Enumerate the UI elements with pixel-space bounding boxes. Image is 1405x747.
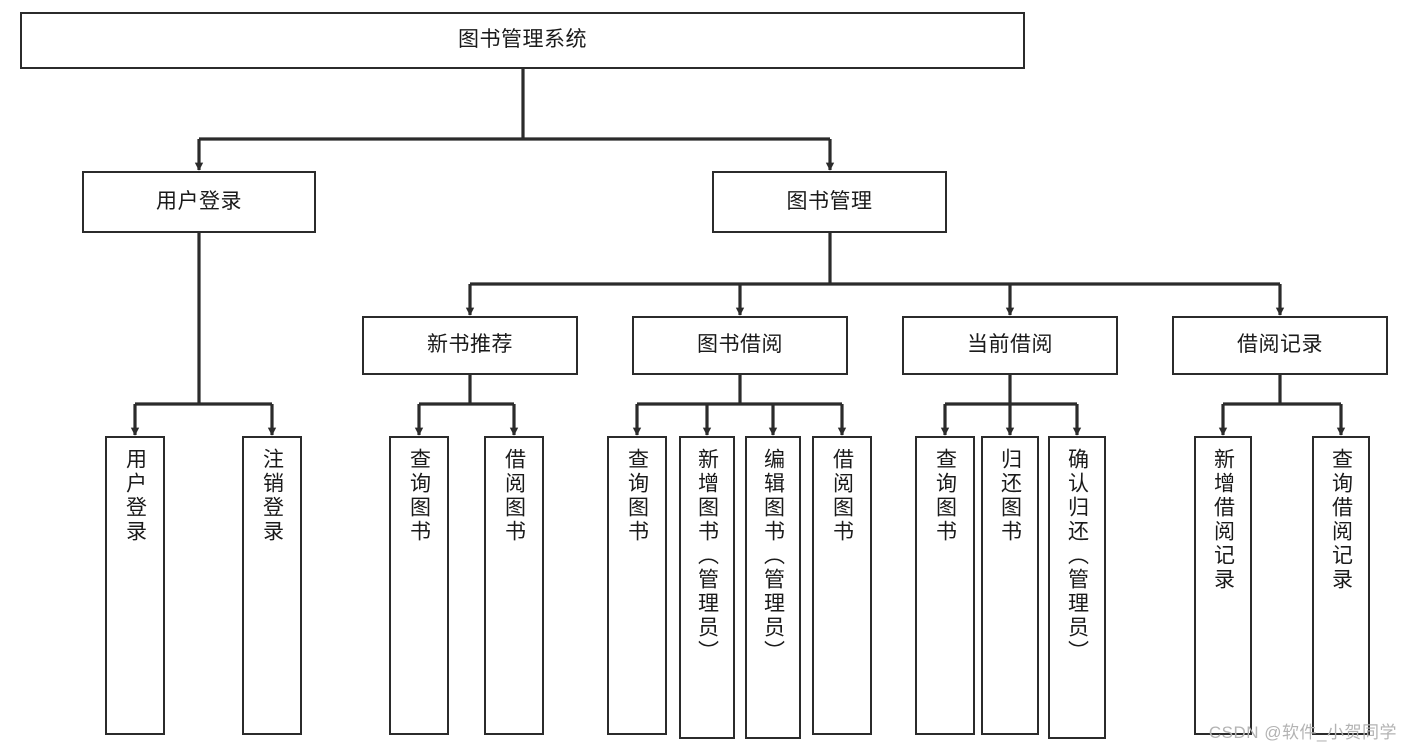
- node-newrec[interactable]: 新书推荐: [362, 316, 578, 375]
- node-leaf-current-2[interactable]: 归还图书: [981, 436, 1039, 735]
- node-login[interactable]: 用户登录: [82, 171, 316, 233]
- node-label: 编辑图书（管理员）: [761, 448, 785, 664]
- node-label: 查询图书: [933, 448, 957, 544]
- node-leaf-borrow-4[interactable]: 借阅图书: [812, 436, 872, 735]
- node-label: 注销登录: [260, 448, 284, 544]
- node-label: 图书借阅: [697, 333, 783, 357]
- edge-group: [130, 69, 1346, 436]
- node-label: 新增图书（管理员）: [695, 448, 719, 664]
- node-leaf-borrow-1[interactable]: 查询图书: [607, 436, 667, 735]
- node-leaf-newrec-2[interactable]: 借阅图书: [484, 436, 544, 735]
- node-label: 借阅图书: [830, 448, 854, 544]
- node-leaf-newrec-1[interactable]: 查询图书: [389, 436, 449, 735]
- node-label: 新书推荐: [427, 333, 513, 357]
- node-label: 确认归还（管理员）: [1065, 448, 1089, 664]
- node-label: 用户登录: [156, 189, 242, 213]
- node-root[interactable]: 图书管理系统: [20, 12, 1025, 69]
- node-current[interactable]: 当前借阅: [902, 316, 1118, 375]
- node-leaf-borrow-2[interactable]: 新增图书（管理员）: [679, 436, 735, 739]
- node-bookmgmt[interactable]: 图书管理: [712, 171, 947, 233]
- node-leaf-current-3[interactable]: 确认归还（管理员）: [1048, 436, 1106, 739]
- node-label: 新增借阅记录: [1211, 448, 1235, 592]
- node-label: 当前借阅: [967, 333, 1053, 357]
- node-records[interactable]: 借阅记录: [1172, 316, 1388, 375]
- node-leaf-login-2[interactable]: 注销登录: [242, 436, 302, 735]
- node-leaf-login-1[interactable]: 用户登录: [105, 436, 165, 735]
- node-label: 图书管理系统: [458, 28, 587, 52]
- node-label: 查询图书: [407, 448, 431, 544]
- node-label: 图书管理: [786, 189, 873, 213]
- node-label: 用户登录: [123, 448, 147, 544]
- node-borrow[interactable]: 图书借阅: [632, 316, 848, 375]
- node-label: 归还图书: [998, 448, 1022, 544]
- node-leaf-borrow-3[interactable]: 编辑图书（管理员）: [745, 436, 801, 739]
- node-label: 借阅图书: [502, 448, 526, 544]
- node-label: 查询图书: [625, 448, 649, 544]
- node-label: 查询借阅记录: [1329, 448, 1353, 592]
- node-label: 借阅记录: [1237, 333, 1323, 357]
- node-leaf-records-2[interactable]: 查询借阅记录: [1312, 436, 1370, 735]
- node-leaf-current-1[interactable]: 查询图书: [915, 436, 975, 735]
- node-leaf-records-1[interactable]: 新增借阅记录: [1194, 436, 1252, 735]
